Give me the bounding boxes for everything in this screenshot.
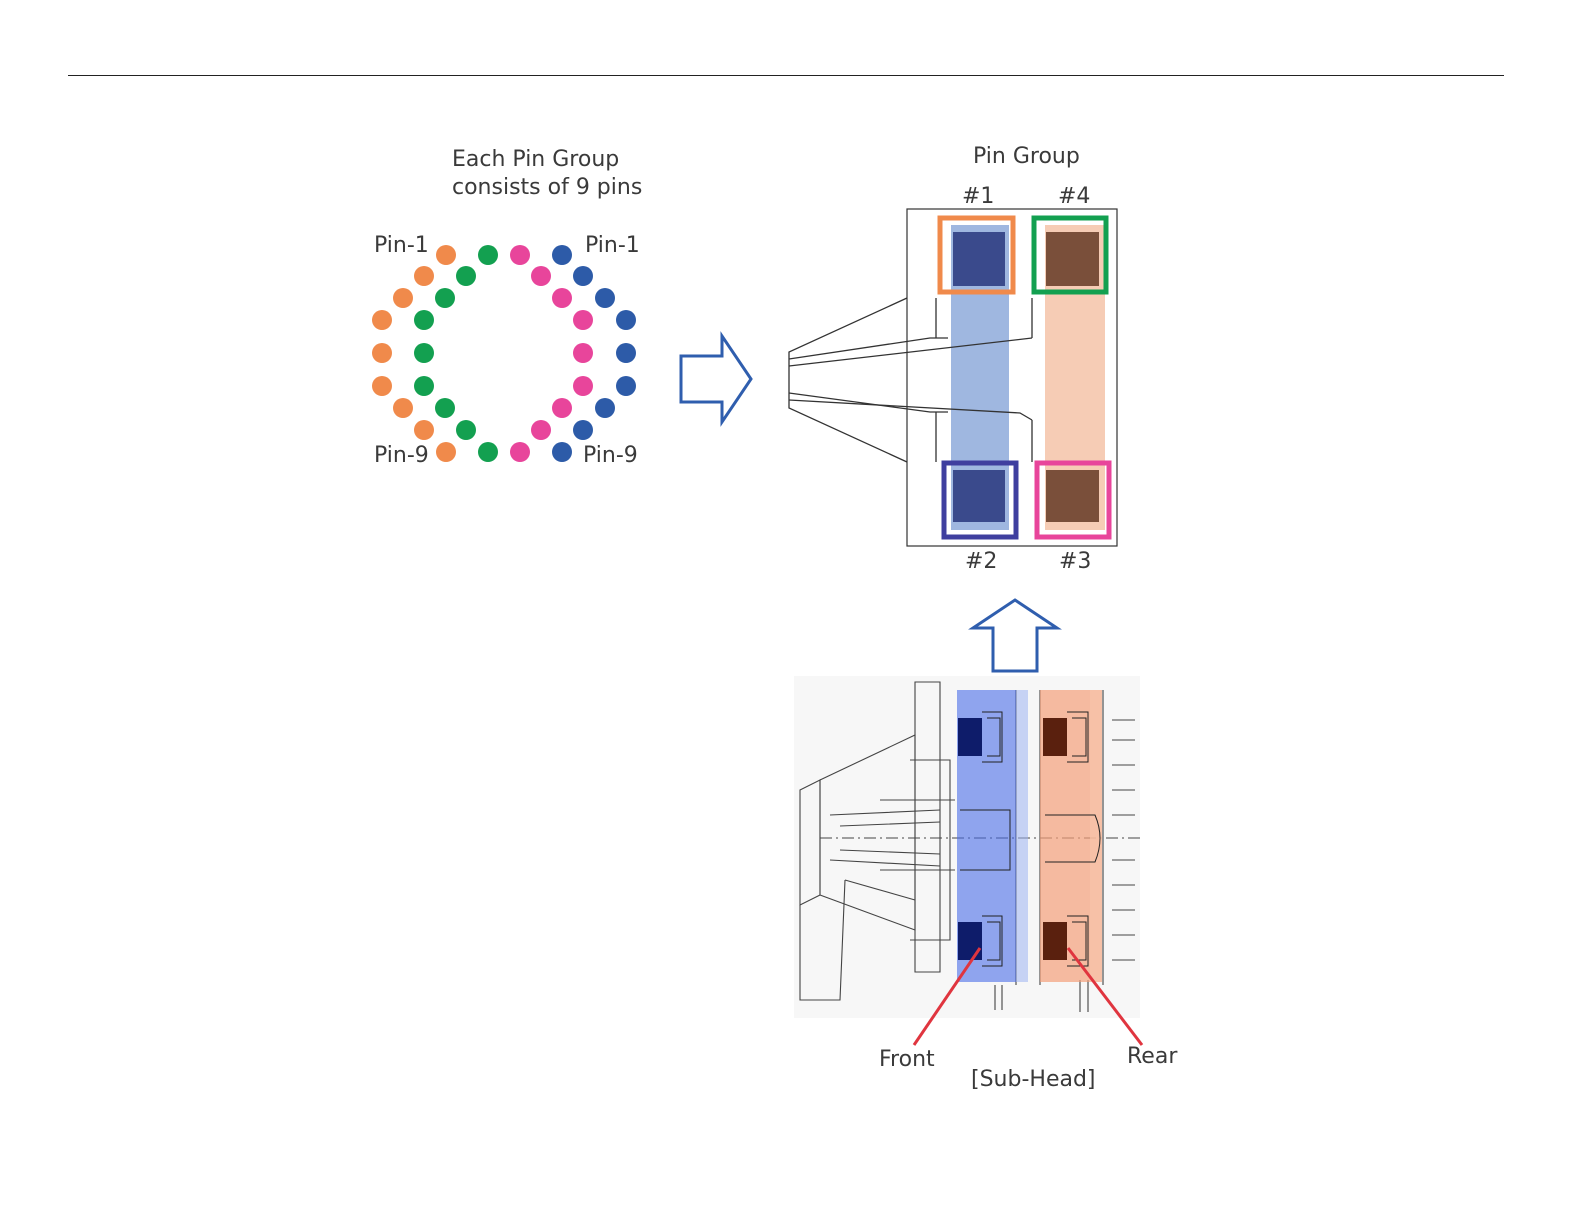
core-2 bbox=[953, 470, 1005, 522]
group-4-label: #4 bbox=[1058, 183, 1090, 211]
pin-group-1-dots bbox=[372, 245, 456, 462]
rear-label: Rear bbox=[1127, 1043, 1177, 1071]
group-2-label: #2 bbox=[965, 548, 997, 576]
pin-group-schematic bbox=[789, 209, 1117, 546]
up-arrow-icon bbox=[973, 600, 1057, 671]
front-label: Front bbox=[879, 1046, 935, 1074]
pin-group-2-dots bbox=[552, 245, 636, 462]
group-1-label: #1 bbox=[962, 183, 994, 211]
right-arrow-icon bbox=[681, 336, 751, 422]
pin-ring bbox=[372, 245, 636, 462]
sub-head-caption: [Sub-Head] bbox=[971, 1066, 1096, 1094]
core-4 bbox=[1046, 232, 1099, 286]
core-3 bbox=[1046, 470, 1099, 522]
sub-head-cross-section bbox=[794, 676, 1142, 1045]
pin-group-title: Pin Group bbox=[973, 143, 1080, 171]
core-1 bbox=[953, 232, 1005, 286]
group-3-label: #3 bbox=[1059, 548, 1091, 576]
